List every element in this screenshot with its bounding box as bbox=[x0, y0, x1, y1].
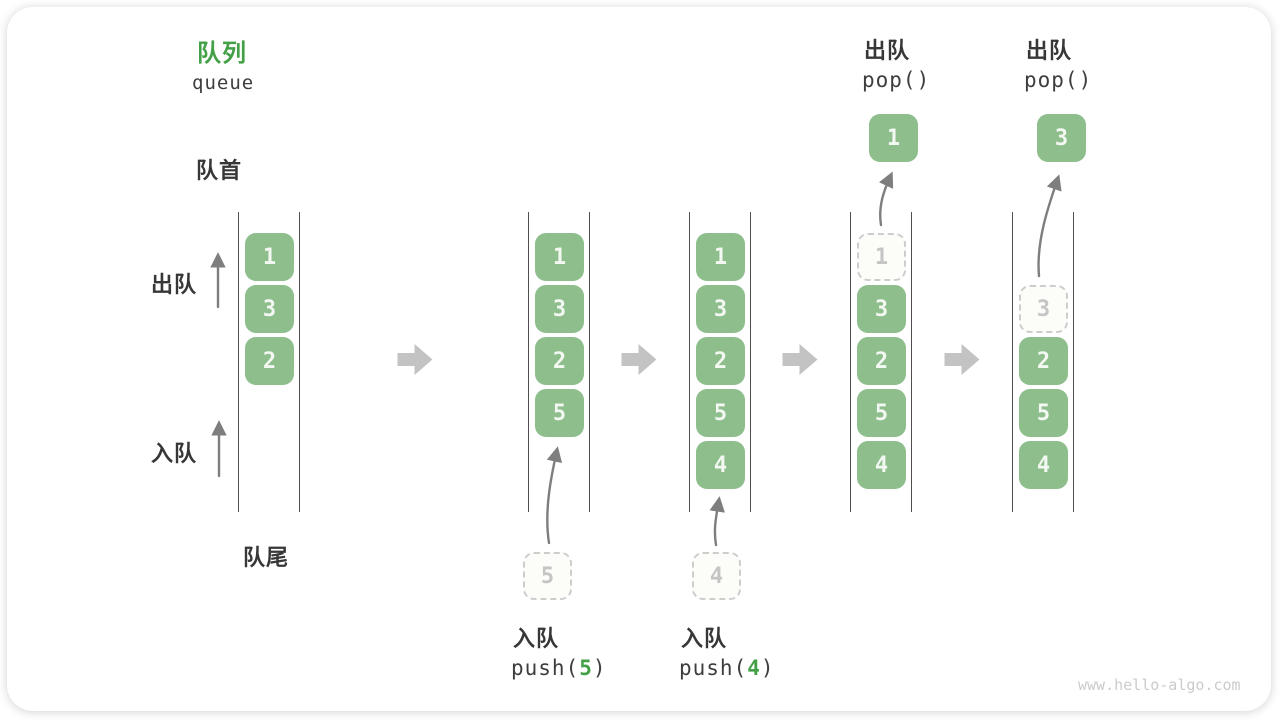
queue-item: 2 bbox=[245, 337, 294, 385]
push4-op-label: 入队 bbox=[681, 626, 728, 651]
queue-item: 5 bbox=[857, 389, 906, 437]
queue-item: 1 bbox=[696, 233, 745, 281]
pop2-op-label: 出队 bbox=[1026, 38, 1073, 63]
popped-item: 3 bbox=[1037, 114, 1086, 162]
queue-item: 5 bbox=[535, 389, 584, 437]
dequeued-item-ghost: 3 bbox=[1019, 285, 1068, 333]
watermark: www.hello-algo.com bbox=[1078, 676, 1241, 694]
queue-item: 5 bbox=[1019, 389, 1068, 437]
queue-item: 3 bbox=[696, 285, 745, 333]
queue-item: 4 bbox=[1019, 441, 1068, 489]
queue-channel-3 bbox=[689, 212, 751, 512]
step-arrow-icon bbox=[397, 344, 433, 375]
code-fn: push( bbox=[511, 656, 580, 680]
queue-item: 1 bbox=[245, 233, 294, 281]
label-enqueue-side: 入队 bbox=[151, 441, 198, 466]
popped-item: 1 bbox=[869, 114, 918, 162]
staged-item-ghost: 5 bbox=[523, 552, 572, 600]
label-queue-rear: 队尾 bbox=[243, 545, 290, 570]
queue-item: 2 bbox=[535, 337, 584, 385]
queue-item: 2 bbox=[857, 337, 906, 385]
step-arrow-icon bbox=[621, 344, 657, 375]
pop1-code-label: pop() bbox=[862, 68, 931, 92]
push5-code-label: push(5) bbox=[511, 656, 607, 680]
queue-item: 3 bbox=[245, 285, 294, 333]
queue-channel-5 bbox=[1012, 212, 1074, 512]
code-fn: push( bbox=[679, 656, 748, 680]
step-arrow-icon bbox=[782, 344, 818, 375]
code-arg: 5 bbox=[579, 656, 593, 680]
dequeued-item-ghost: 1 bbox=[857, 233, 906, 281]
queue-item: 3 bbox=[857, 285, 906, 333]
queue-item: 5 bbox=[696, 389, 745, 437]
queue-item: 3 bbox=[535, 285, 584, 333]
queue-channel-2 bbox=[528, 212, 590, 512]
step-arrow-icon bbox=[944, 344, 980, 375]
queue-channel-1 bbox=[238, 212, 300, 512]
queue-item: 1 bbox=[535, 233, 584, 281]
push4-code-label: push(4) bbox=[679, 656, 775, 680]
queue-channel-4 bbox=[850, 212, 912, 512]
pop2-code-label: pop() bbox=[1024, 68, 1093, 92]
queue-item: 4 bbox=[857, 441, 906, 489]
queue-item: 4 bbox=[696, 441, 745, 489]
pop1-op-label: 出队 bbox=[864, 38, 911, 63]
code-close: ) bbox=[760, 656, 775, 680]
diagram-card: 队列 queue 队首 队尾 出队 入队 1 3 2 1 3 2 5 5 1 3… bbox=[7, 7, 1271, 711]
title-zh: 队列 bbox=[197, 40, 247, 67]
code-close: ) bbox=[592, 656, 607, 680]
push5-op-label: 入队 bbox=[513, 626, 560, 651]
staged-item-ghost: 4 bbox=[692, 552, 741, 600]
queue-item: 2 bbox=[1019, 337, 1068, 385]
queue-item: 2 bbox=[696, 337, 745, 385]
label-dequeue-side: 出队 bbox=[151, 272, 198, 297]
title-en: queue bbox=[192, 72, 255, 94]
code-arg: 4 bbox=[747, 656, 761, 680]
label-queue-front: 队首 bbox=[196, 158, 243, 183]
